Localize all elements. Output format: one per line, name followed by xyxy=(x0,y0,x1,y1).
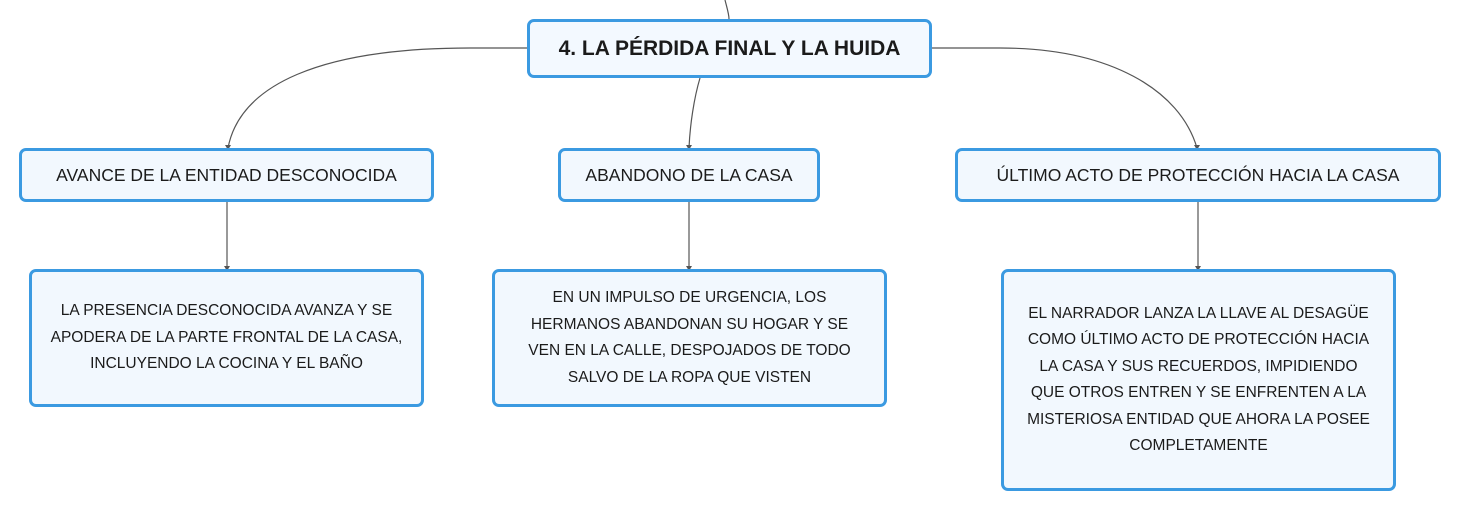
root-topic-node[interactable]: 4. LA PÉRDIDA FINAL Y LA HUIDA xyxy=(527,19,932,78)
topic-avance-entidad[interactable]: AVANCE DE LA ENTIDAD DESCONOCIDA xyxy=(19,148,434,202)
topic-ultimo-acto-proteccion[interactable]: ÚLTIMO ACTO DE PROTECCIÓN HACIA LA CASA xyxy=(955,148,1441,202)
topic-abandono-casa[interactable]: ABANDONO DE LA CASA xyxy=(558,148,820,202)
detail-text: EL NARRADOR LANZA LA LLAVE AL DESAGÜE CO… xyxy=(1027,304,1370,455)
root-topic-label: 4. LA PÉRDIDA FINAL Y LA HUIDA xyxy=(558,36,901,60)
topic-label: AVANCE DE LA ENTIDAD DESCONOCIDA xyxy=(56,164,397,185)
detail-text: LA PRESENCIA DESCONOCIDA AVANZA Y SE APO… xyxy=(50,302,403,373)
root-to-topic-1-connector xyxy=(227,47,527,149)
detail-ultimo-acto-proteccion[interactable]: EL NARRADOR LANZA LA LLAVE AL DESAGÜE CO… xyxy=(1001,269,1396,491)
detail-text: EN UN IMPULSO DE URGENCIA, LOS HERMANOS … xyxy=(528,289,851,386)
detail-avance-entidad[interactable]: LA PRESENCIA DESCONOCIDA AVANZA Y SE APO… xyxy=(29,269,424,407)
root-to-topic-2-connector xyxy=(688,77,701,149)
detail-abandono-casa[interactable]: EN UN IMPULSO DE URGENCIA, LOS HERMANOS … xyxy=(492,269,887,407)
parent-connector xyxy=(724,0,730,20)
topic-label: ÚLTIMO ACTO DE PROTECCIÓN HACIA LA CASA xyxy=(996,164,1400,185)
topic-label: ABANDONO DE LA CASA xyxy=(585,164,793,185)
root-to-topic-3-connector xyxy=(932,47,1198,149)
